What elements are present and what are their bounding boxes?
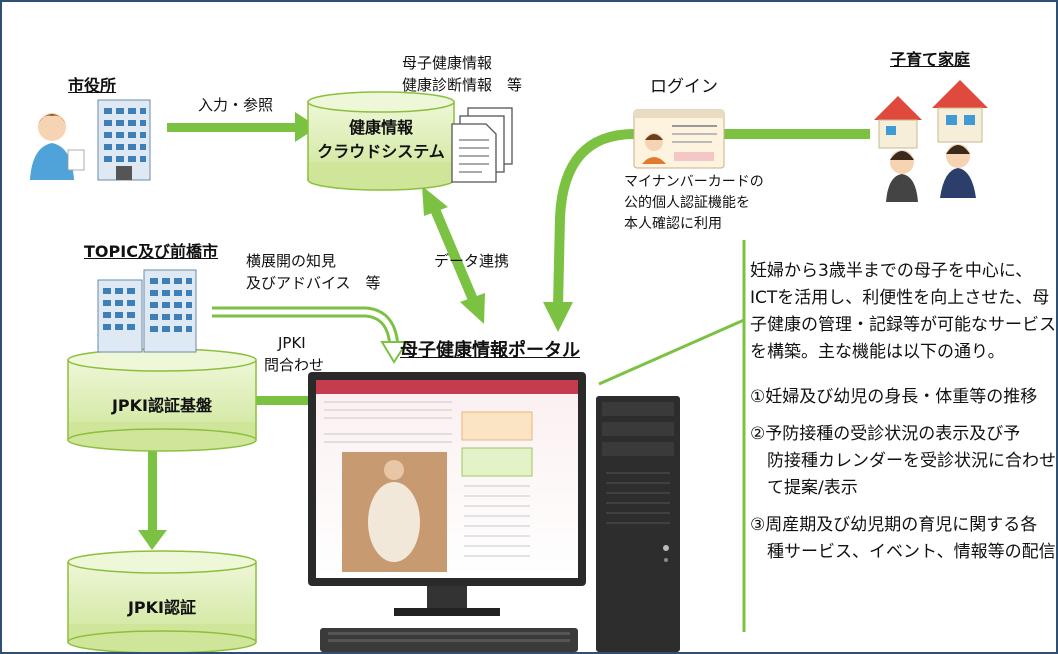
description-line: 妊婦から3歳半までの母子を中心に、 [750,261,1033,281]
arrow-cityhall-to-cloud [167,112,318,142]
cloud-title-2: クラウドシステム [317,142,445,161]
data-link-label: データ連携 [434,252,510,270]
description-line: ICTを活用し、利便性を向上させた、母 [750,288,1050,308]
jpki-auth-cylinder [67,550,257,652]
mynumber-label-2: 公的個人認証機能を [624,195,750,211]
arrow-advice [212,306,409,364]
jpki-base-cylinder [67,348,257,452]
family-houses-icon [874,80,988,149]
topic-buildings-icon [97,269,197,353]
portal-title: 母子健康情報ポータル [400,340,580,361]
city-hall-person-icon [30,113,85,180]
jpki-query-label-1: JPKI [278,334,306,352]
jpki-base-label: JPKI認証基盤 [111,396,213,415]
monitor-icon [308,372,586,652]
mynumber-label-1: マイナンバーカードの [624,174,764,190]
jpki-auth-label: JPKI認証 [127,598,197,617]
description-line: 子健康の管理・記録等が可能なサービス [750,315,1056,335]
line-jpki-to-pc [252,396,312,405]
family-label: 子育て家庭 [890,50,971,69]
mch-info-label-2: 健康診断情報 等 [402,76,523,94]
mch-info-label-1: 母子健康情報 [402,54,493,72]
input-ref-label: 入力・参照 [198,96,274,114]
cloud-title-1: 健康情報 [348,118,413,137]
feature-item-3-line-1: ③周産期及び幼児期の育児に関する各 [750,515,1038,535]
description-block: 妊婦から3歳半までの母子を中心に、 ICTを活用し、利便性を向上させた、母 子健… [750,258,1056,566]
feature-item-3-line-2: 種サービス、イベント、情報等の配信 [750,542,1056,562]
line-desc-to-pc [598,318,745,386]
feature-item-2-line-1: ②予防接種の受診状況の表示及び予 [750,424,1021,444]
advice-label-1: 横展開の知見 [246,252,337,270]
family-people-icon [886,144,976,202]
feature-item-1: ①妊婦及び幼児の身長・体重等の推移 [750,387,1038,407]
jpki-query-label-2: 問合わせ [264,356,325,374]
city-hall-label: 市役所 [68,76,117,95]
arrow-data-link [422,186,485,324]
topic-label: TOPIC及び前橋市 [84,242,218,261]
feature-item-2-line-2: 防接種カレンダーを受診状況に合わせ [750,451,1056,471]
city-hall-building-icon [97,99,151,181]
cloud-cylinder [307,91,455,191]
arrow-login-flow [543,129,870,332]
pc-tower-icon [596,396,680,652]
advice-label-2: 及びアドバイス 等 [246,274,381,292]
mynumber-label-3: 本人確認に利用 [624,216,722,232]
arrow-jpki-down [138,442,167,550]
document-icon [451,107,513,183]
mynumber-card-icon [633,109,725,169]
login-label: ログイン [650,77,718,97]
description-line: を構築。主な機能は以下の通り。 [750,342,1005,362]
feature-item-2-line-3: て提案/表示 [750,478,858,498]
